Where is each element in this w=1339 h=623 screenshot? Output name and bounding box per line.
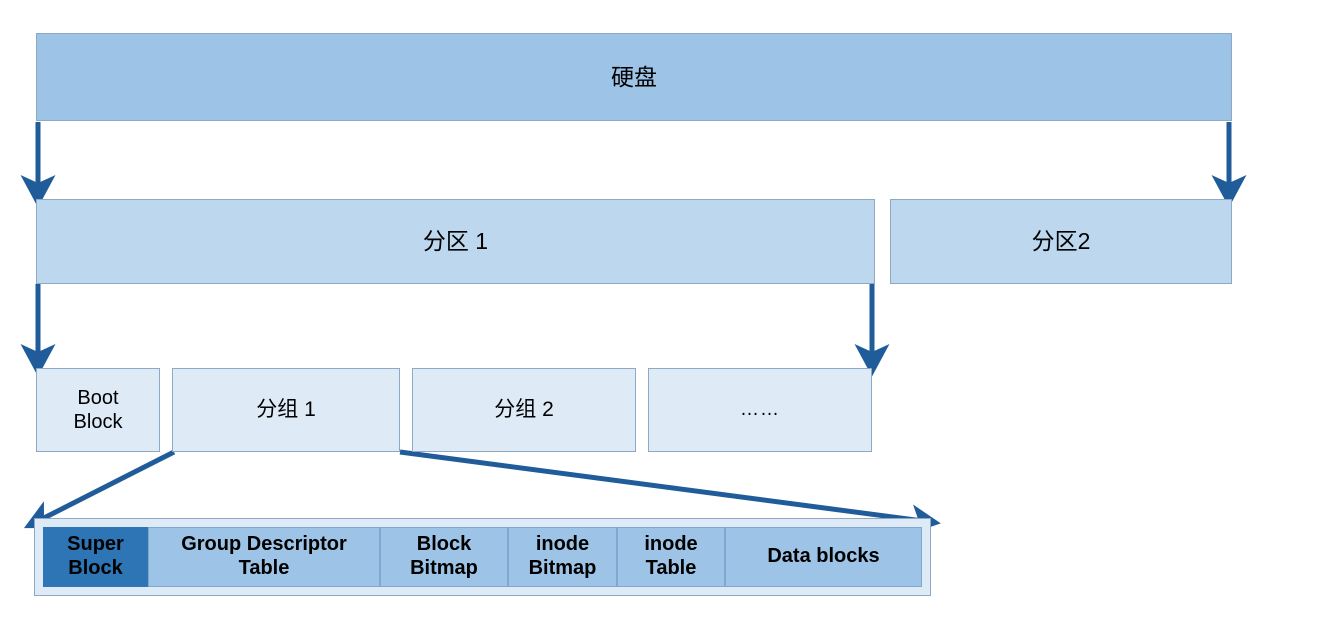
connector-group1-to-detail-right <box>399 449 941 535</box>
boot-block-label: Boot Block <box>74 386 123 435</box>
block-group-more-label: …… <box>740 399 780 421</box>
inode-bitmap-cell[interactable]: inode Bitmap <box>508 527 617 587</box>
super-block-cell[interactable]: Super Block <box>43 527 148 587</box>
super-block-label: Super Block <box>67 533 124 580</box>
hard-disk-label: 硬盘 <box>611 63 657 90</box>
partition-2-label: 分区2 <box>1031 228 1091 255</box>
block-group-2-box[interactable]: 分组 2 <box>412 368 636 452</box>
block-group-1-label: 分组 1 <box>256 398 316 422</box>
block-group-1-box[interactable]: 分组 1 <box>172 368 400 452</box>
inode-bitmap-line-1: inode <box>535 533 590 556</box>
partition-1-box[interactable]: 分区 1 <box>36 199 875 284</box>
inode-table-line-2: Table <box>645 557 697 579</box>
group-descriptor-table-cell[interactable]: Group Descriptor Table <box>148 527 380 587</box>
partition-2-box[interactable]: 分区2 <box>890 199 1232 284</box>
inode-bitmap-label: inode Bitmap <box>529 533 597 580</box>
data-blocks-cell[interactable]: Data blocks <box>725 527 922 587</box>
block-bitmap-label: Block Bitmap <box>410 533 478 580</box>
group-descriptor-table-label: Group Descriptor Table <box>181 533 347 580</box>
inode-table-line-1: inode <box>644 533 698 556</box>
inode-bitmap-line-2: Bitmap <box>528 557 597 579</box>
partition-1-label: 分区 1 <box>422 228 489 255</box>
block-bitmap-line-1: Block <box>416 533 472 556</box>
group-descriptor-table-line-2: Table <box>238 557 290 579</box>
block-group-more-box[interactable]: …… <box>648 368 872 452</box>
boot-block-line-1: Boot <box>77 386 119 409</box>
boot-block-line-2: Block <box>73 411 123 433</box>
super-block-line-1: Super <box>67 533 124 556</box>
boot-block-box[interactable]: Boot Block <box>36 368 160 452</box>
data-blocks-label: Data blocks <box>767 545 880 568</box>
group-descriptor-table-line-1: Group Descriptor <box>181 533 347 556</box>
block-bitmap-cell[interactable]: Block Bitmap <box>380 527 508 587</box>
connector-group1-to-detail-left <box>23 449 176 529</box>
block-bitmap-line-2: Bitmap <box>410 557 478 579</box>
block-group-2-label: 分组 2 <box>494 398 554 422</box>
super-block-line-2: Block <box>68 557 123 579</box>
inode-table-label: inode Table <box>644 533 697 580</box>
hard-disk-bar[interactable]: 硬盘 <box>36 33 1232 121</box>
inode-table-cell[interactable]: inode Table <box>617 527 725 587</box>
